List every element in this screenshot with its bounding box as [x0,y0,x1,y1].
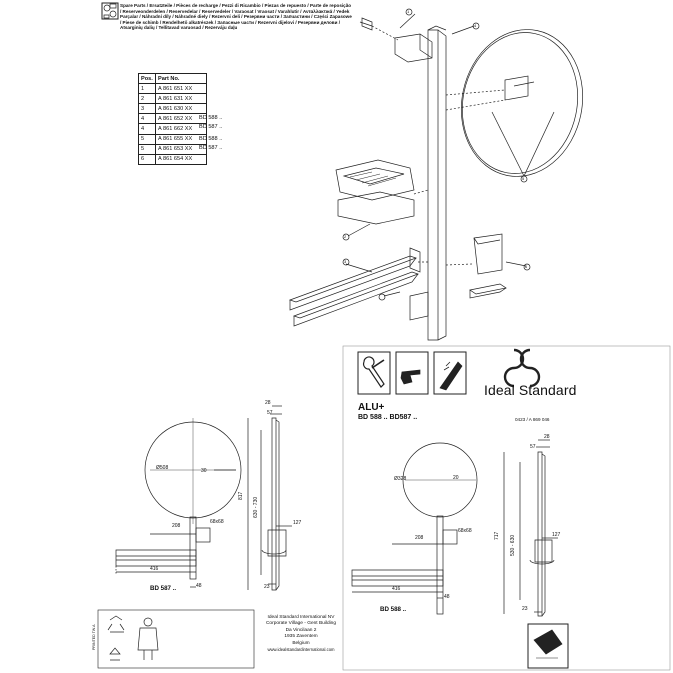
dim-23: 23 [264,584,270,590]
dim-208: 208 [172,523,181,529]
dim-68: 68x68 [458,528,472,534]
company-address: Ideal Standard International NV Corporat… [258,615,344,653]
col-pos: Pos. [138,72,156,85]
pointing-hand-icon [395,351,429,395]
website-link[interactable]: www.idealstandardinternational.com [267,647,335,653]
part-cell: A 861 651 XX [155,83,207,95]
part-cell: A 861 631 XX [155,93,207,105]
product-codes: BD 588 .. BD587 .. [358,414,418,421]
pos-cell: 5 [138,143,156,155]
drawing-right-label: BD 588 .. [380,606,407,613]
dim-28: 28 [265,400,271,406]
parts-table-header: Pos. Part No. [138,72,207,85]
dim-208: 208 [415,535,424,541]
dim-416: 416 [392,586,401,592]
callout-4: 4 [474,23,477,28]
drawing-right [351,439,558,617]
dim-28: 28 [544,434,550,440]
doc-number: 0423 / A 869 046 [515,417,550,422]
spare-parts-icon [101,2,119,20]
exploded-view [288,8,584,341]
dim-127: 127 [293,520,302,526]
dim-717: 717 [494,531,500,540]
address-line: Belgium [292,640,310,646]
spare-parts-header: Spare Parts / Ersatzteile / Pièces de re… [120,3,352,31]
col-part-no: Part No. [155,72,207,85]
gloves-cleaning-icon [527,623,569,669]
dim-23: 23 [522,606,528,612]
dim-30: 30 [201,468,207,474]
cleaning-spray-icon [433,351,467,395]
dim-diameter: Ø508 [156,465,169,471]
recycle-icon [107,615,125,633]
drawing-left [115,405,292,591]
part-cell: A 861 654 XX [155,153,207,165]
pos-cell: 2 [138,93,156,105]
callout-1: 1 [407,9,410,14]
dim-817: 817 [238,491,244,500]
dim-127: 127 [552,532,561,538]
dim-20: 20 [453,475,459,481]
row-note: BD 587 .. [199,145,223,151]
part-cell: A 861 630 XX [155,103,207,115]
warning-triangle-icon [109,647,121,661]
drawing-left-label: BD 587 .. [150,585,177,592]
row-note: BD 588 .. [199,136,223,142]
callout-2: 2 [344,234,347,239]
dim-530: 530 - 630 [510,534,516,556]
pos-cell: 5 [138,133,156,145]
pos-cell: 6 [138,153,156,165]
address-line: Da Vincilaan 2 [285,627,317,633]
ideal-standard-logo-icon [503,348,541,388]
dim-57: 57 [530,444,536,450]
address-line: 1935 Zaventem [284,634,318,640]
pos-cell: 4 [138,113,156,125]
lower-frame [342,345,671,671]
print-code: PRINTED TW.A [92,624,96,651]
caution-figure-icon [137,617,159,660]
row-note: BD 588 .. [199,115,223,121]
dim-48: 48 [444,594,450,600]
dim-416: 416 [150,566,159,572]
row-note: BD 587 .. [199,124,223,130]
dim-630: 630 - 730 [253,496,259,518]
callout-5: 5 [522,176,525,181]
callout-6: 6 [525,264,528,269]
address-line: Corporate Village - Gent Building [265,621,337,627]
dim-68: 68x68 [210,519,224,525]
spare-parts-title: Spare Parts / Ersatzteile / Pièces de re… [120,3,352,31]
dim-diameter: Ø328 [394,476,407,482]
product-series: ALU+ [358,402,385,413]
screwdriver-wrench-icon [357,351,391,395]
callout-3: 3 [344,259,347,264]
dim-57: 57 [267,410,273,416]
brand-name: Ideal Standard [484,382,577,398]
pos-cell: 1 [138,83,156,95]
pos-cell: 3 [138,103,156,115]
pos-cell: 4 [138,123,156,135]
company-name: Ideal Standard International NV [267,615,335,620]
dim-48: 48 [196,583,202,589]
